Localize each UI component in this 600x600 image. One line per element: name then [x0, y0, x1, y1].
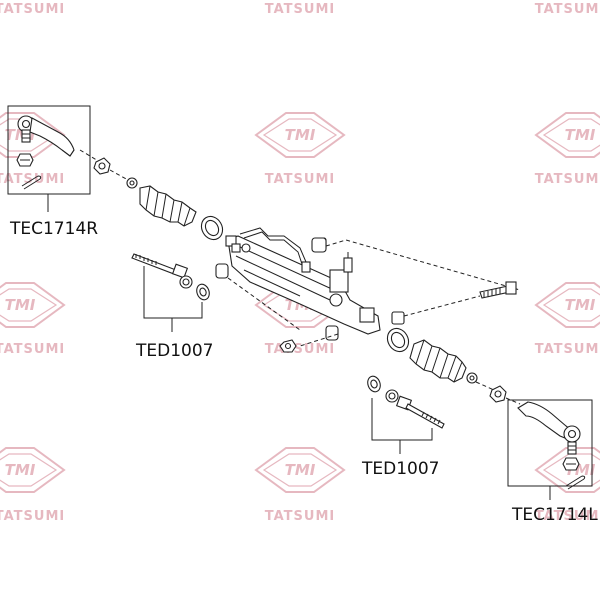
clip-right [126, 177, 138, 189]
tie-rod-end-right-box [7, 105, 91, 195]
svg-text:TMI: TMI [565, 126, 596, 144]
mount-bolt-right [479, 281, 517, 299]
svg-text:TMI: TMI [285, 126, 316, 144]
tie-rod-end-right-group: TEC1714R [7, 105, 98, 239]
mount-nut-right [391, 311, 405, 325]
castle-nut-left [562, 457, 580, 471]
axis-dash-1 [79, 149, 101, 163]
mount-nut-lower [279, 339, 297, 353]
axis-dash-4 [505, 397, 521, 405]
watermark-logo: TMI [254, 112, 346, 158]
watermark-brand-text: TATSUMI [265, 342, 335, 357]
ted1007-right-bracket [371, 398, 433, 441]
jam-nut-right [93, 157, 111, 175]
mount-dash-right [403, 295, 481, 317]
lock-washer-right [367, 375, 381, 393]
svg-text:TMI: TMI [5, 296, 36, 314]
watermark-brand-text: TATSUMI [535, 172, 600, 187]
clip-left [466, 372, 478, 384]
mount-bushing-lower [325, 325, 339, 341]
inner-tie-rod-right-group: TED1007 [361, 375, 445, 479]
watermark-brand-text: TATSUMI [265, 172, 335, 187]
castle-nut-right [16, 153, 34, 167]
tie-rod-end-left-group: TEC1714L [507, 399, 598, 525]
tec1714r-label: TEC1714R [9, 219, 98, 239]
inner-tie-rod-right-part [385, 389, 445, 429]
ted1007-right-label: TED1007 [361, 459, 439, 479]
ted1007-left-label: TED1007 [135, 341, 213, 361]
inner-tie-rod-left-group: TED1007 [131, 253, 213, 361]
watermark-brand-text: TATSUMI [0, 342, 65, 357]
watermark-logo: TMI [254, 447, 346, 493]
bellows-boot-left [409, 339, 467, 383]
watermark-logo: TMI [534, 112, 600, 158]
watermark-logo: TMI [0, 282, 66, 328]
inner-tie-rod-left-part [131, 253, 193, 289]
svg-text:TMI: TMI [285, 461, 316, 479]
watermark-brand-text: TATSUMI [0, 2, 65, 17]
axis-dash-3 [475, 381, 495, 391]
mount-bushing-left [215, 263, 229, 279]
tie-rod-end-left-part [517, 401, 581, 455]
svg-text:TMI: TMI [5, 461, 36, 479]
watermark-brand-text: TATSUMI [535, 509, 600, 524]
mount-dash-left [227, 277, 301, 331]
cotter-pin-left [565, 475, 586, 490]
mount-bushing-upper [311, 237, 327, 253]
lock-washer-left [196, 283, 210, 301]
mount-dash-upper [325, 239, 521, 291]
watermark-brand-text: TATSUMI [265, 2, 335, 17]
tie-rod-end-right-part [17, 115, 75, 157]
svg-text:TMI: TMI [565, 296, 596, 314]
boot-clamp-right [200, 215, 224, 241]
jam-nut-left [489, 385, 507, 403]
boot-clamp-left [386, 327, 410, 353]
tec1714l-label: TEC1714L [511, 505, 598, 525]
axis-dash-2 [109, 169, 129, 181]
watermark-brand-text: TATSUMI [535, 342, 600, 357]
watermark-logo: TMI [534, 282, 600, 328]
watermark-layer: TATSUMI TATSUMI TATSUMI TATSUMI TATSUMI TATSU… [0, 2, 600, 524]
watermark-brand-text: TATSUMI [535, 2, 600, 17]
watermark-brand-text: TATSUMI [0, 509, 65, 524]
cotter-pin-right [21, 175, 42, 190]
bellows-boot-right [139, 185, 197, 227]
watermark-brand-text: TATSUMI [265, 509, 335, 524]
ted1007-left-bracket [143, 266, 203, 319]
steering-rack-housing [225, 227, 381, 335]
watermark-logo: TMI [0, 447, 66, 493]
